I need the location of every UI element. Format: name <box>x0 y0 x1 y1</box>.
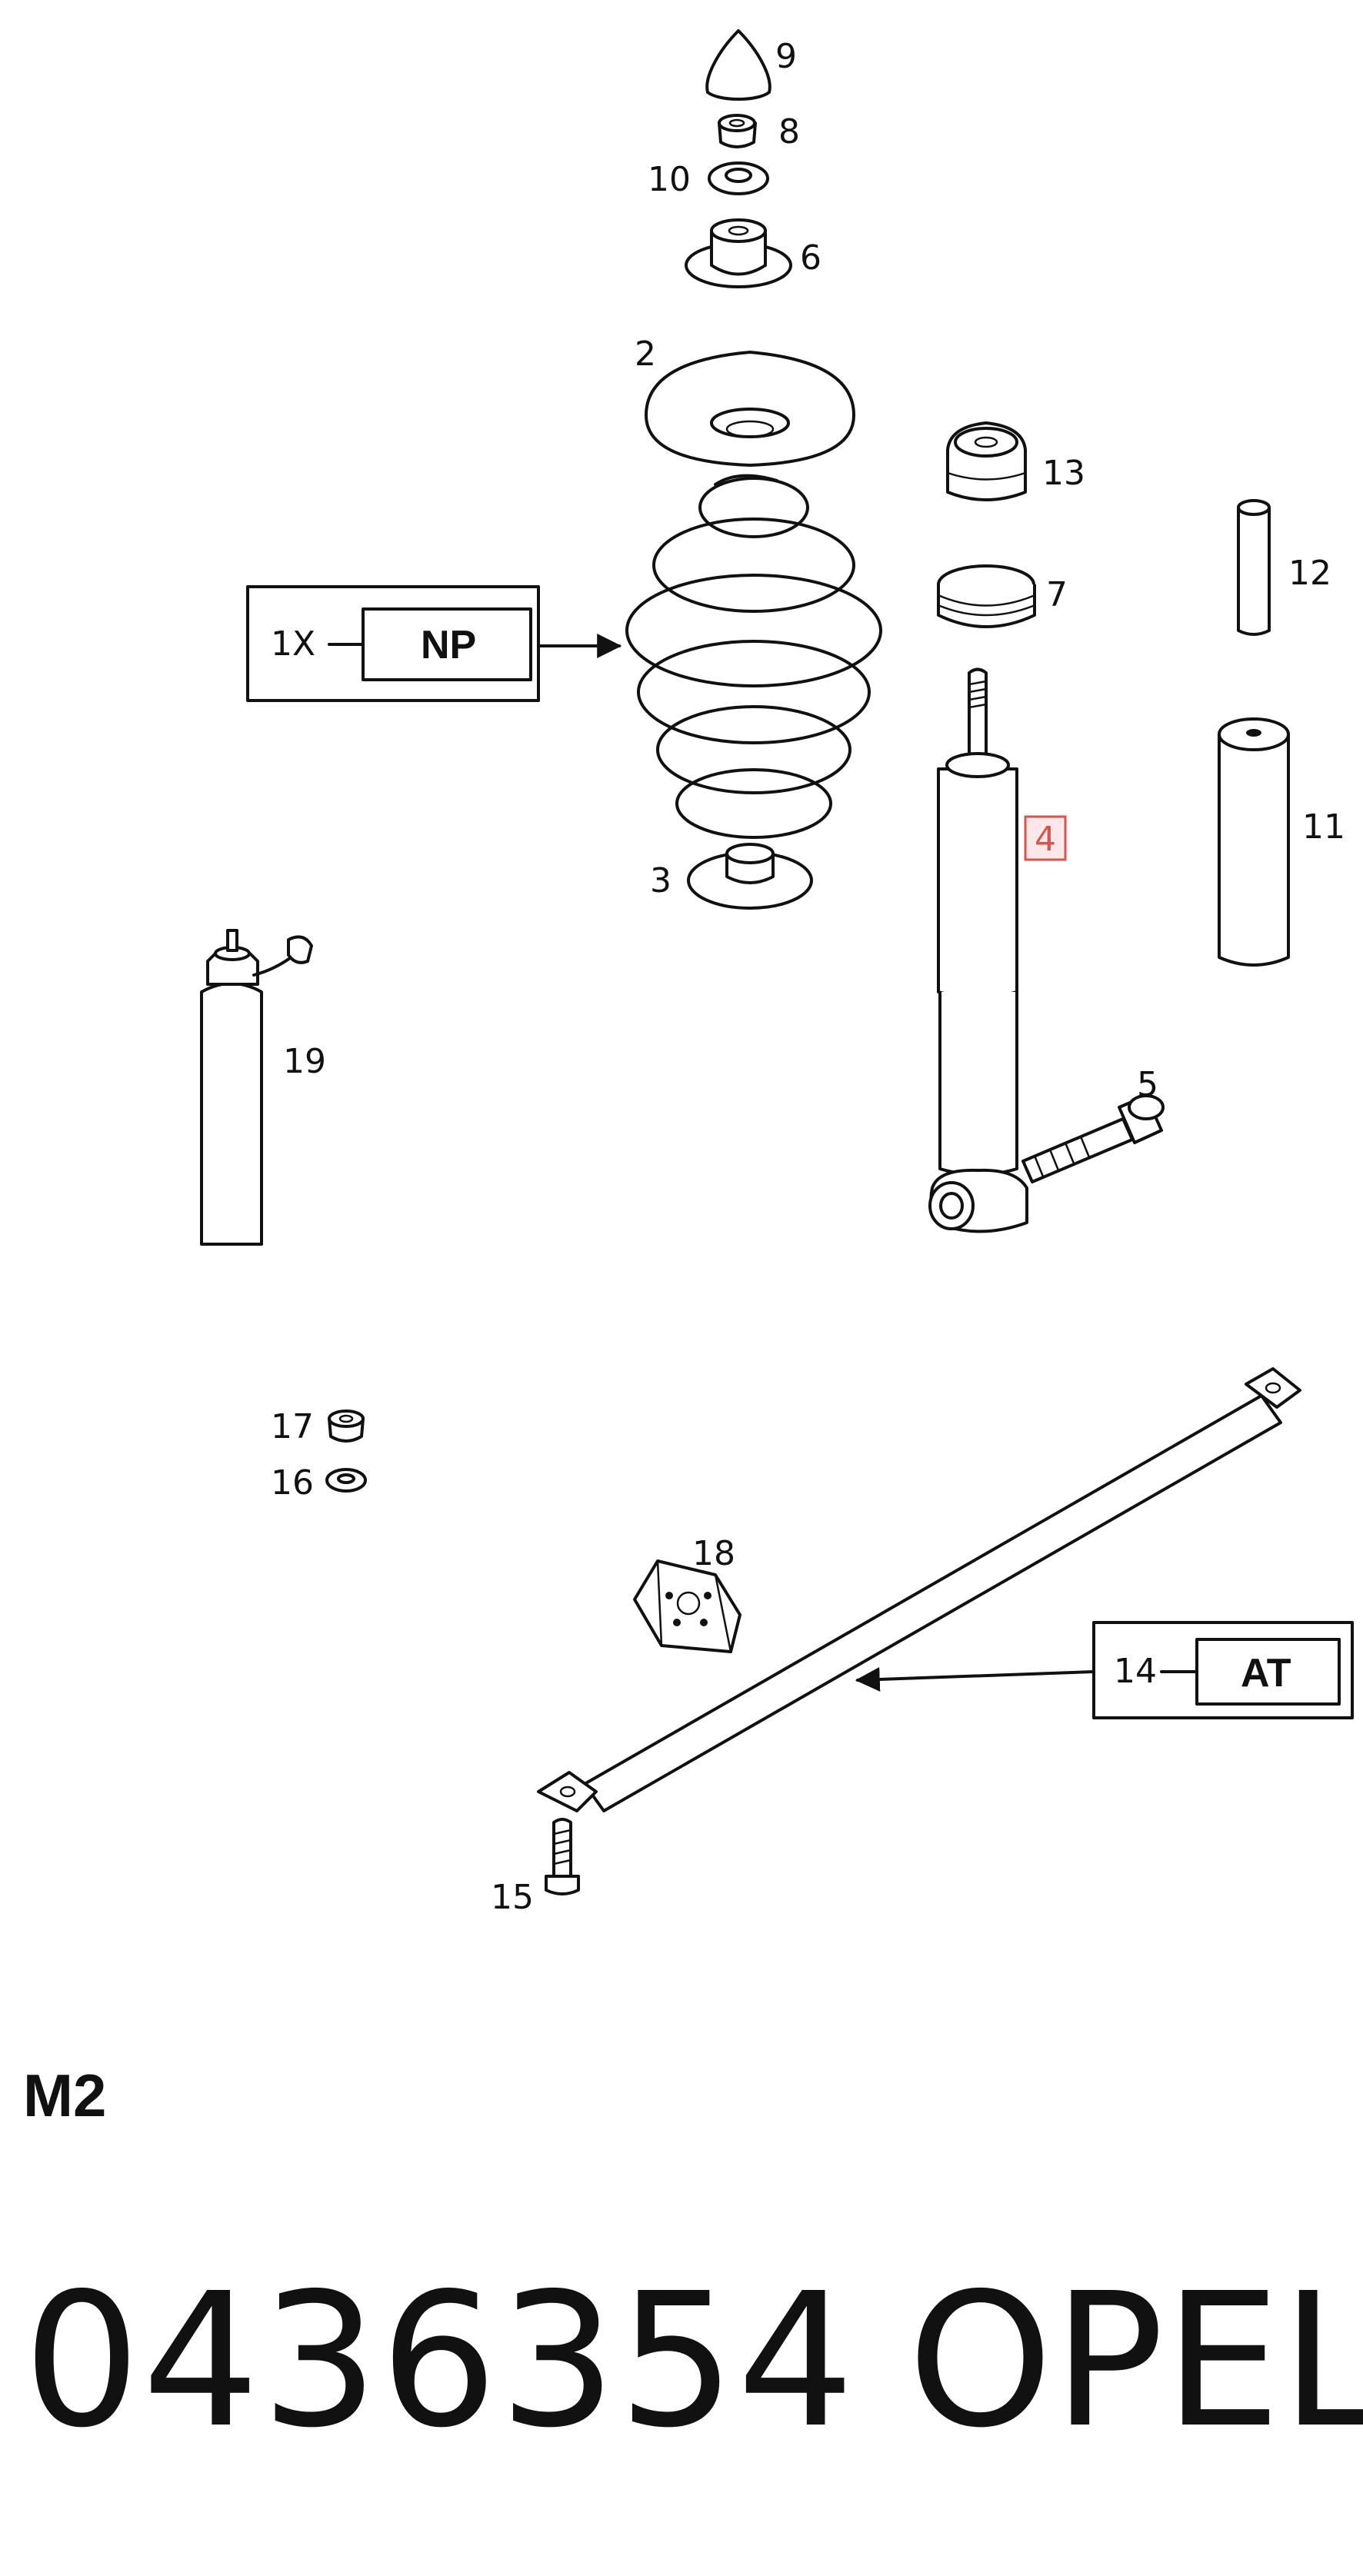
part-5-bolt <box>1021 1094 1165 1183</box>
callout-12: 12 <box>1288 554 1331 593</box>
part-10-washer <box>708 161 769 195</box>
callout-6: 6 <box>800 238 821 278</box>
part-11-dust-boot <box>1218 717 1290 967</box>
part-4-shock-absorber <box>928 667 1028 1233</box>
callout-16: 16 <box>271 1463 314 1503</box>
part-9-cap <box>705 29 771 101</box>
callout-18: 18 <box>692 1534 735 1573</box>
callout-4-highlight <box>1024 815 1067 861</box>
callout-4: 4 <box>1035 820 1056 859</box>
np-box-qty: 1X <box>271 624 315 664</box>
section-code: M2 <box>23 2062 107 2129</box>
callout-11: 11 <box>1302 807 1345 847</box>
callout-2: 2 <box>635 334 656 374</box>
callout-17: 17 <box>271 1407 314 1446</box>
callout-3: 3 <box>650 861 672 900</box>
callout-10: 10 <box>648 160 691 199</box>
part-17-nut <box>328 1409 365 1443</box>
part-6-top-mount <box>685 218 792 288</box>
np-box <box>246 585 622 702</box>
callout-15: 15 <box>491 1878 534 1917</box>
callout-9: 9 <box>775 37 797 76</box>
at-box <box>855 1621 1354 1719</box>
part-13-bump-stop <box>946 421 1027 501</box>
part-1-coil-spring <box>625 474 882 839</box>
part-3-lower-seat <box>687 843 813 910</box>
callout-8: 8 <box>778 112 800 151</box>
part-15-bolt <box>545 1818 580 1895</box>
at-box-qty: 14 <box>1114 1652 1157 1691</box>
part-19-canister <box>200 929 313 1246</box>
callout-13: 13 <box>1042 454 1085 493</box>
part-number: 0436354 <box>23 2253 856 2468</box>
part-12-sleeve <box>1237 499 1271 636</box>
callout-5: 5 <box>1137 1065 1158 1104</box>
brand-name: OPEL <box>908 2253 1363 2468</box>
part-8-nut <box>718 114 757 148</box>
part-2-spring-seat <box>645 351 855 467</box>
part-16-washer <box>325 1468 367 1493</box>
at-box-label: AT <box>1241 1651 1291 1696</box>
exploded-parts-diagram: 9 8 10 6 2 3 <box>200 29 1354 1917</box>
callout-19: 19 <box>283 1042 326 1081</box>
part-18-bracket <box>633 1559 741 1653</box>
callout-7: 7 <box>1046 575 1068 614</box>
np-box-label: NP <box>421 623 476 667</box>
part-14-tie-bar <box>537 1367 1301 1812</box>
part-7-ring <box>937 564 1036 628</box>
